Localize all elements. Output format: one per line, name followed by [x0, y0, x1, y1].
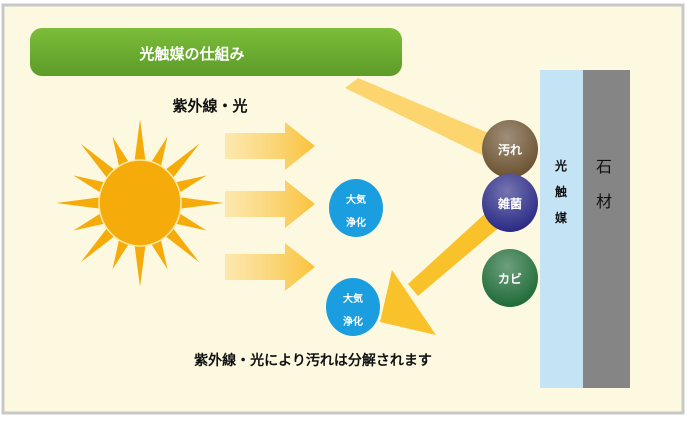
- uv-label: 紫外線・光: [172, 97, 247, 115]
- photocatalyst-label: 媒: [555, 210, 568, 225]
- outgoing-arrow: [380, 200, 515, 335]
- sun-ray: [73, 211, 108, 231]
- uv-arrow: [225, 243, 315, 291]
- caption: 紫外線・光により汚れは分解されます: [194, 352, 432, 369]
- sun-ray: [80, 143, 118, 181]
- sun-ray: [172, 175, 207, 195]
- sun-ray: [162, 225, 200, 263]
- sun-ray: [80, 225, 118, 263]
- svg-text:浄化: 浄化: [346, 216, 366, 229]
- air-purification-bubble: 大気 浄化: [326, 278, 380, 336]
- svg-text:汚れ: 汚れ: [498, 142, 522, 157]
- air-purification-bubble: 大気 浄化: [329, 179, 383, 237]
- photocatalyst-label: 触: [555, 184, 567, 199]
- svg-text:浄化: 浄化: [343, 315, 363, 328]
- sun-ray: [162, 143, 200, 181]
- title: 光触媒の仕組み: [138, 45, 244, 63]
- mold-particle: カビ: [482, 249, 538, 307]
- sun-ray: [73, 175, 108, 195]
- svg-text:カビ: カビ: [498, 271, 522, 286]
- stone-label: 材: [596, 192, 612, 211]
- sun-ray: [177, 196, 224, 210]
- sun-ray: [56, 196, 103, 210]
- title-bar: [30, 28, 402, 76]
- uv-arrow: [225, 122, 315, 170]
- stone-layer: [583, 70, 630, 388]
- photocatalyst-label: 光: [554, 158, 567, 173]
- sun-ray: [133, 240, 147, 287]
- bacteria-particle: 雑菌: [482, 174, 538, 232]
- photocatalyst-layer: [540, 70, 583, 388]
- incoming-light-beam: [345, 78, 505, 160]
- svg-text:大気: 大気: [343, 292, 363, 305]
- stone-label: 石: [596, 157, 612, 176]
- sun-ray: [133, 119, 147, 166]
- svg-text:雑菌: 雑菌: [497, 196, 522, 211]
- svg-text:大気: 大気: [346, 193, 366, 206]
- uv-arrow: [225, 180, 315, 228]
- dirt-particle: 汚れ: [482, 120, 538, 178]
- sun-ray: [172, 211, 207, 231]
- sun-icon: [56, 119, 224, 287]
